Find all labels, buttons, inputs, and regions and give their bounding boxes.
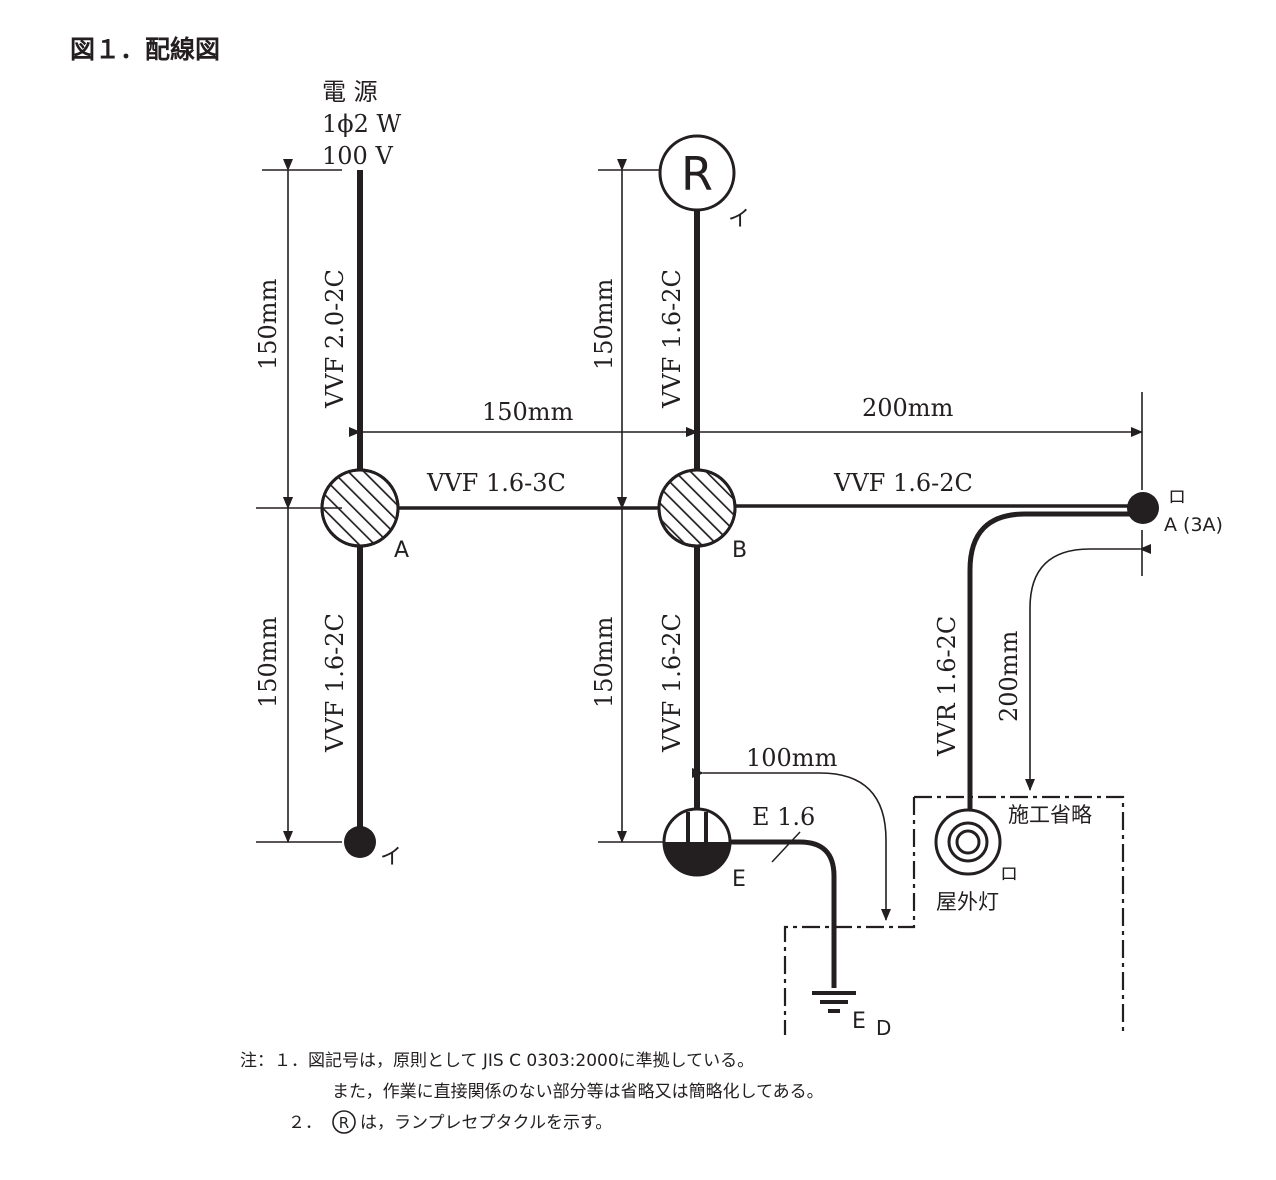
note-1-line-2: また，作業に直接関係のない部分等は省略又は簡略化してある。 xyxy=(332,1082,824,1102)
switch-dot xyxy=(1127,492,1159,524)
note-2-receptacle-symbol: R xyxy=(332,1110,356,1134)
label-vvr: VVR 1.6-2C xyxy=(933,616,961,757)
label-B-to-switch: VVF 1.6-2C xyxy=(833,469,973,497)
i-label-receptacle: イ xyxy=(728,207,750,232)
outlet-E-label: E xyxy=(732,867,746,892)
power-source-line3: 100 V xyxy=(322,142,393,170)
note-2-symbol-letter: R xyxy=(339,1114,349,1132)
dim-earth-arrow xyxy=(692,768,891,921)
lamp-receptacle: R xyxy=(658,134,736,212)
box-B-label: B xyxy=(732,538,747,563)
note-2-text: は，ランプレセプタクルを示す。 xyxy=(360,1113,612,1133)
label-A-down: VVF 1.6-2C xyxy=(321,613,349,753)
earth-ED-label: E xyxy=(852,1009,866,1034)
outdoor-light-omitted-box xyxy=(914,795,1125,1035)
outdoor-light-label: 屋外灯 xyxy=(936,890,999,914)
junction-box-B xyxy=(657,468,737,548)
label-B-down: VVF 1.6-2C xyxy=(658,613,686,753)
receptacle-symbol: R xyxy=(681,147,713,201)
label-R-to-B: VVF 1.6-2C xyxy=(658,269,686,409)
earth-ED-sub: D xyxy=(876,1016,891,1040)
omitted-label: 施工省略 xyxy=(1008,803,1092,827)
dim-horiz-A-B-text: 150mm xyxy=(482,398,574,426)
outdoor-light xyxy=(934,808,1002,876)
dim-earth-text: 100mm xyxy=(746,744,838,772)
wiring-lines-thin xyxy=(398,504,1140,510)
earth-symbol xyxy=(812,991,856,1013)
dim-left-bottom-text: 150mm xyxy=(254,616,282,708)
ro-label-switch: ロ xyxy=(1168,487,1186,508)
omitted-area-borders xyxy=(783,795,1125,1035)
outlet-with-earth xyxy=(662,807,732,877)
label-source-to-A: VVF 2.0-2C xyxy=(321,269,349,409)
figure-title: 図１．配線図 xyxy=(70,35,220,64)
dim-left-top-text: 150mm xyxy=(254,278,282,370)
box-A-label: A xyxy=(394,538,409,563)
dimension-lines xyxy=(256,159,1151,921)
dim-outdoor-light-arrow xyxy=(1025,544,1151,791)
wiring-lines xyxy=(357,170,1142,988)
cable-labels: VVF 2.0-2C VVF 1.6-2C VVF 1.6-2C VVF 1.6… xyxy=(321,269,973,831)
note-2-prefix: ２． xyxy=(288,1113,322,1133)
switch-rating-label: A (3A) xyxy=(1164,514,1223,536)
earth-label-leader xyxy=(771,831,801,863)
power-source-line1: 電 源 xyxy=(322,78,378,106)
notes: 注：１．図記号は，原則として JIS C 0303:2000に準拠している。 ま… xyxy=(240,1051,824,1134)
dimension-labels: 150mm 150mm 150mm 150mm 150mm 200mm 200m… xyxy=(254,278,1023,772)
dim-outdoor-light-text: 200mm xyxy=(995,630,1023,722)
dim-mid-top-text: 150mm xyxy=(590,278,618,370)
dim-mid-bottom-text: 150mm xyxy=(590,616,618,708)
power-source-line2: 1ϕ2 W xyxy=(322,110,402,138)
i-label-left: イ xyxy=(380,845,402,870)
label-A-to-B: VVF 1.6-3C xyxy=(426,469,566,497)
label-earth: E 1.6 xyxy=(752,803,815,831)
wire-earth xyxy=(728,839,837,988)
note-1-line-1: 注：１．図記号は，原則として JIS C 0303:2000に準拠している。 xyxy=(240,1051,754,1071)
dim-horiz-B-right-text: 200mm xyxy=(862,394,954,422)
terminal-dot-i xyxy=(344,826,376,858)
ro-label-light: ロ xyxy=(1000,864,1018,885)
earth-omitted-box xyxy=(783,797,916,1035)
component-labels: A B E E D イ イ ロ A (3A) ロ 屋外灯 施工省略 xyxy=(380,207,1223,1040)
wire-vvr xyxy=(967,511,1142,812)
power-source-label: 電 源 1ϕ2 W 100 V xyxy=(322,78,402,170)
